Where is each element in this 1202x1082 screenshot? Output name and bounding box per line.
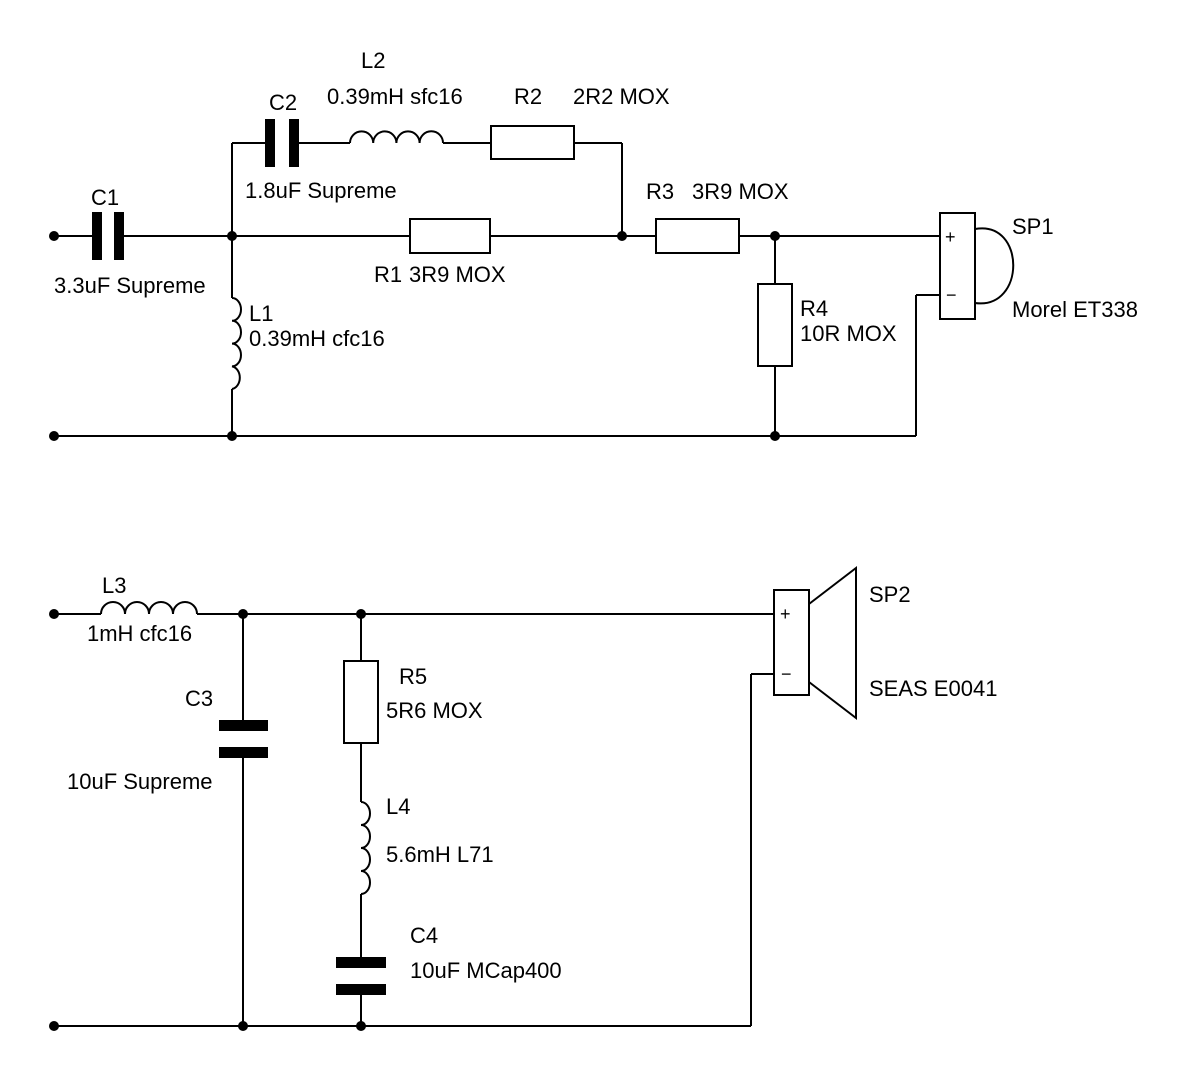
- capacitor-c3: C3 10uF Supreme: [67, 686, 268, 794]
- inductor-l2: L2 0.39mH sfc16: [327, 48, 463, 144]
- sp1-model: Morel ET338: [1012, 297, 1138, 322]
- woofer-junctions: [49, 609, 366, 1031]
- input-terminal-positive: [49, 609, 59, 619]
- woofer-section: L3 1mH cfc16 C3 10uF Supreme R5 5R6 MOX …: [49, 565, 997, 1031]
- resistor-r2: R2 2R2 MOX: [490, 84, 670, 160]
- c2-ref: C2: [269, 90, 297, 115]
- junction: [227, 431, 237, 441]
- junction: [770, 431, 780, 441]
- r2-value: 2R2 MOX: [573, 84, 670, 109]
- l3-ref: L3: [102, 573, 126, 598]
- r5-ref: R5: [399, 664, 427, 689]
- l4-value: 5.6mH L71: [386, 842, 494, 867]
- sp2-plus: +: [780, 604, 791, 624]
- capacitor-c4: C4 10uF MCap400: [336, 923, 562, 995]
- speaker-sp1: + − SP1 Morel ET338: [939, 212, 1138, 322]
- sp1-plus: +: [945, 227, 956, 247]
- c4-ref: C4: [410, 923, 438, 948]
- sp2-model: SEAS E0041: [869, 676, 997, 701]
- l3-value: 1mH cfc16: [87, 621, 192, 646]
- r4-value: 10R MOX: [800, 321, 897, 346]
- sp2-ref: SP2: [869, 582, 911, 607]
- junction: [238, 609, 248, 619]
- input-terminal-negative: [49, 431, 59, 441]
- capacitor-c1: C1 3.3uF Supreme: [54, 185, 206, 298]
- speaker-sp2: + − SP2 SEAS E0041: [773, 565, 997, 721]
- inductor-l3: L3 1mH cfc16: [87, 573, 198, 646]
- c1-value: 3.3uF Supreme: [54, 273, 206, 298]
- tweeter-junctions: [49, 231, 780, 441]
- r3-value: 3R9 MOX: [692, 179, 789, 204]
- c4-value: 10uF MCap400: [410, 958, 562, 983]
- r1-ref: R1: [374, 262, 402, 287]
- sp2-minus: −: [781, 664, 792, 684]
- c1-ref: C1: [91, 185, 119, 210]
- junction: [227, 231, 237, 241]
- capacitor-c2: C2 1.8uF Supreme: [245, 90, 397, 203]
- r3-ref: R3: [646, 179, 674, 204]
- l1-ref: L1: [249, 301, 273, 326]
- woofer-wires: [54, 613, 774, 1027]
- junction: [617, 231, 627, 241]
- c3-value: 10uF Supreme: [67, 769, 213, 794]
- r1-value: 3R9 MOX: [409, 262, 506, 287]
- resistor-r3: R3 3R9 MOX: [646, 179, 789, 254]
- inductor-l4: L4 5.6mH L71: [360, 794, 494, 895]
- resistor-r4: R4 10R MOX: [757, 283, 897, 367]
- junction: [770, 231, 780, 241]
- junction: [238, 1021, 248, 1031]
- l2-value: 0.39mH sfc16: [327, 84, 463, 109]
- junction: [356, 609, 366, 619]
- resistor-r5: R5 5R6 MOX: [343, 660, 483, 744]
- input-terminal-negative: [49, 1021, 59, 1031]
- c2-value: 1.8uF Supreme: [245, 178, 397, 203]
- input-terminal-positive: [49, 231, 59, 241]
- junction: [356, 1021, 366, 1031]
- r5-value: 5R6 MOX: [386, 698, 483, 723]
- tweeter-section: C1 3.3uF Supreme C2 1.8uF Supreme L2 0.3…: [49, 48, 1138, 441]
- sp1-minus: −: [946, 285, 957, 305]
- r4-ref: R4: [800, 296, 828, 321]
- sp1-ref: SP1: [1012, 214, 1054, 239]
- c3-ref: C3: [185, 686, 213, 711]
- l2-ref: L2: [361, 48, 385, 73]
- r2-ref: R2: [514, 84, 542, 109]
- resistor-r1: R1 3R9 MOX: [374, 218, 506, 287]
- l1-value: 0.39mH cfc16: [249, 326, 385, 351]
- inductor-l1: L1 0.39mH cfc16: [231, 297, 385, 390]
- l4-ref: L4: [386, 794, 410, 819]
